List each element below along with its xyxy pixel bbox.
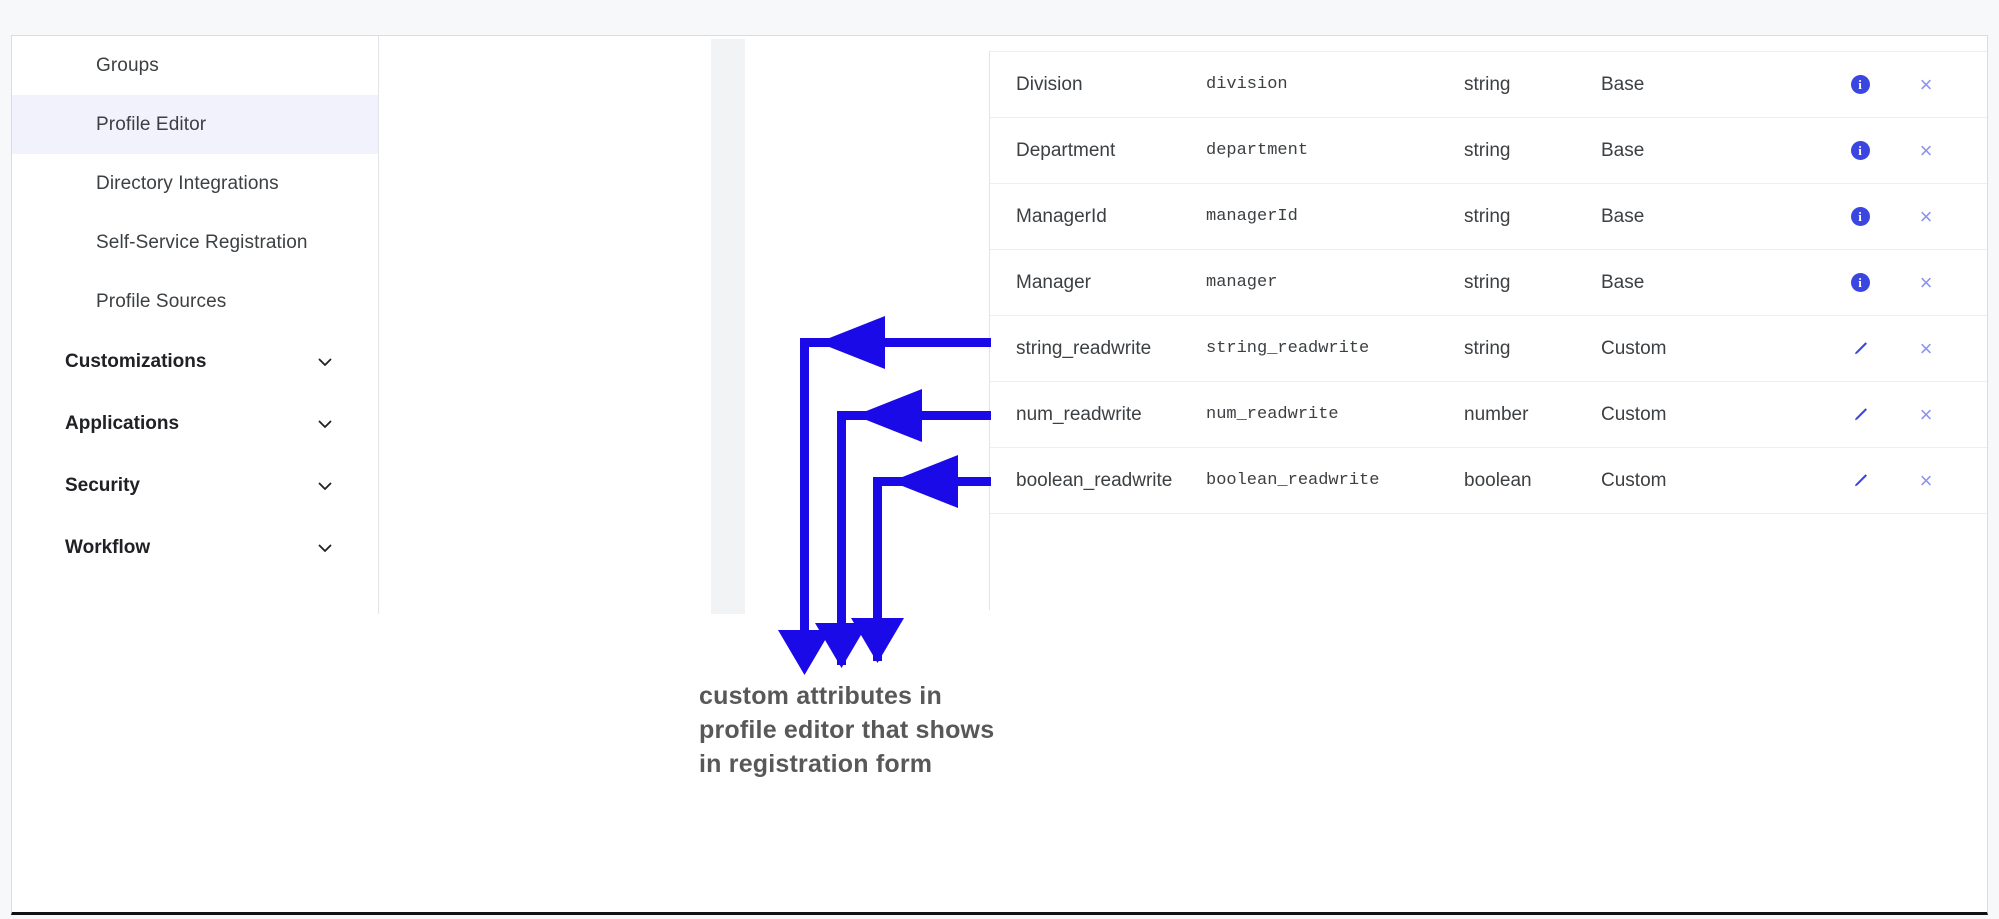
attribute-data-type: string [1464, 337, 1511, 359]
close-icon[interactable]: × [1919, 335, 1933, 361]
chevron-down-icon [316, 477, 334, 495]
sidebar-item-label: Groups [96, 54, 159, 76]
attribute-display-name: Manager [1016, 271, 1091, 293]
sidebar-item-profile-editor[interactable]: Profile Editor [12, 95, 378, 154]
attribute-action-cell [1829, 339, 1891, 359]
attribute-data-type: string [1464, 139, 1511, 161]
attribute-data-type: string [1464, 271, 1511, 293]
sidebar: Groups Profile Editor Directory Integrat… [12, 36, 379, 614]
table-row[interactable]: Division division string Base i × [990, 52, 1987, 118]
attributes-table-body: Division division string Base i × Depart… [990, 51, 1987, 610]
table-row[interactable]: Manager manager string Base i × [990, 250, 1987, 316]
attribute-remove-cell: × [1891, 269, 1961, 295]
sidebar-item-profile-sources[interactable]: Profile Sources [12, 272, 378, 331]
table-row[interactable]: num_readwrite num_readwrite number Custo… [990, 382, 1987, 448]
chevron-down-icon [316, 353, 334, 371]
sidebar-group-label: Applications [65, 413, 180, 434]
attribute-variable-name: department [1206, 141, 1309, 160]
app-card: Groups Profile Editor Directory Integrat… [11, 35, 1988, 915]
attribute-remove-cell: × [1891, 137, 1961, 163]
sidebar-group-label: Workflow [65, 537, 151, 558]
table-row[interactable]: boolean_readwrite boolean_readwrite bool… [990, 448, 1987, 514]
sidebar-group-security[interactable]: Security [12, 455, 378, 517]
attribute-remove-cell: × [1891, 335, 1961, 361]
attribute-data-type: string [1464, 73, 1511, 95]
table-row[interactable]: ManagerId managerId string Base i × [990, 184, 1987, 250]
pencil-icon[interactable] [1850, 471, 1870, 491]
close-icon[interactable]: × [1919, 269, 1933, 295]
close-icon[interactable]: × [1919, 401, 1933, 427]
attribute-display-name: Department [1016, 139, 1116, 161]
info-icon[interactable]: i [1850, 141, 1870, 160]
attribute-action-cell: i [1829, 273, 1891, 292]
close-icon[interactable]: × [1919, 467, 1933, 493]
sidebar-item-directory-integrations[interactable]: Directory Integrations [12, 154, 378, 213]
attribute-display-name: num_readwrite [1016, 403, 1142, 425]
attribute-remove-cell: × [1891, 467, 1961, 493]
table-row[interactable]: string_readwrite string_readwrite string… [990, 316, 1987, 382]
sidebar-item-label: Profile Sources [96, 290, 227, 312]
attribute-remove-cell: × [1891, 71, 1961, 97]
attribute-display-name: boolean_readwrite [1016, 469, 1173, 491]
pencil-icon[interactable] [1850, 405, 1870, 425]
pencil-icon[interactable] [1850, 339, 1870, 359]
sidebar-group-label: Security [65, 475, 140, 496]
attribute-source: Custom [1601, 469, 1667, 491]
vertical-scrollbar[interactable] [711, 39, 745, 614]
attribute-action-cell: i [1829, 75, 1891, 94]
table-empty-space [990, 514, 1987, 610]
info-icon[interactable]: i [1850, 207, 1870, 226]
attribute-source: Custom [1601, 337, 1667, 359]
info-icon[interactable]: i [1850, 75, 1870, 94]
sidebar-item-groups[interactable]: Groups [12, 36, 378, 95]
table-row[interactable]: Department department string Base i × [990, 118, 1987, 184]
attribute-source: Base [1601, 139, 1645, 161]
chevron-down-icon [316, 539, 334, 557]
attribute-variable-name: string_readwrite [1206, 339, 1370, 358]
attribute-data-type: boolean [1464, 469, 1532, 491]
attributes-table: Division division string Base i × Depart… [989, 51, 1987, 610]
attribute-variable-name: managerId [1206, 207, 1298, 226]
annotation-label: custom attributes in profile editor that… [699, 682, 995, 778]
attribute-source: Base [1601, 205, 1645, 227]
attribute-variable-name: num_readwrite [1206, 405, 1339, 424]
attribute-variable-name: boolean_readwrite [1206, 471, 1380, 490]
attribute-action-cell [1829, 471, 1891, 491]
attribute-action-cell [1829, 405, 1891, 425]
attribute-display-name: string_readwrite [1016, 337, 1152, 359]
sidebar-group-label: Customizations [65, 351, 207, 372]
close-icon[interactable]: × [1919, 203, 1933, 229]
attribute-source: Base [1601, 271, 1645, 293]
sidebar-item-label: Self-Service Registration [96, 231, 308, 253]
attribute-display-name: ManagerId [1016, 205, 1107, 227]
sidebar-item-label: Profile Editor [96, 113, 207, 135]
sidebar-item-self-service-registration[interactable]: Self-Service Registration [12, 213, 378, 272]
attribute-source: Custom [1601, 403, 1667, 425]
attribute-display-name: Division [1016, 73, 1083, 95]
attribute-data-type: string [1464, 205, 1511, 227]
sidebar-group-customizations[interactable]: Customizations [12, 331, 378, 393]
chevron-down-icon [316, 415, 334, 433]
close-icon[interactable]: × [1919, 71, 1933, 97]
attribute-data-type: number [1464, 403, 1529, 425]
info-icon[interactable]: i [1850, 273, 1870, 292]
sidebar-item-label: Directory Integrations [96, 172, 279, 194]
attribute-source: Base [1601, 73, 1645, 95]
attribute-variable-name: manager [1206, 273, 1278, 292]
attribute-variable-name: division [1206, 75, 1288, 94]
sidebar-group-workflow[interactable]: Workflow [12, 517, 378, 579]
attribute-action-cell: i [1829, 207, 1891, 226]
attribute-remove-cell: × [1891, 401, 1961, 427]
close-icon[interactable]: × [1919, 137, 1933, 163]
sidebar-group-applications[interactable]: Applications [12, 393, 378, 455]
attribute-remove-cell: × [1891, 203, 1961, 229]
attribute-action-cell: i [1829, 141, 1891, 160]
